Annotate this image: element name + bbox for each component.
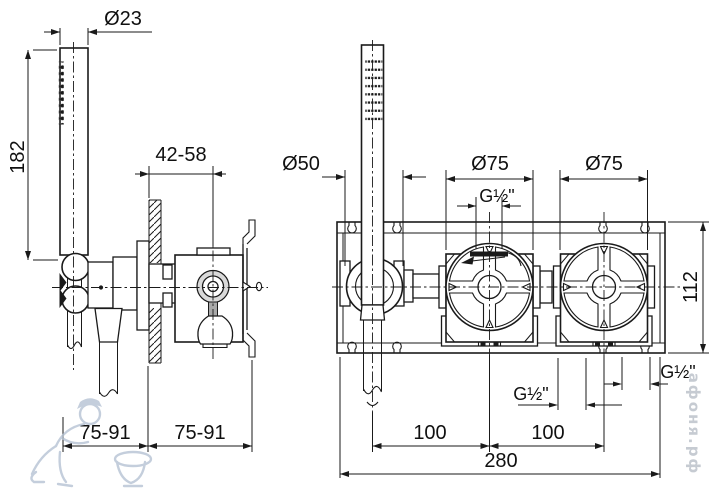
dim-thread-bottom-right: G½" — [604, 357, 696, 390]
handshower-front — [359, 44, 386, 407]
dim-label-handshower-length: 182 — [7, 140, 29, 173]
dim-label-rosette1-diameter: Ø75 — [471, 153, 509, 175]
centerline-valves — [489, 212, 605, 365]
dim-label-plate-height: 112 — [680, 271, 702, 303]
dim-label-offset-right: 75-91 — [174, 422, 225, 444]
dim-label-thread-bottom-right: G½" — [660, 362, 695, 382]
mixer-body-side — [87, 240, 150, 397]
shower-holder-side — [59, 252, 90, 314]
watermark-shop-text: афоня.рф — [685, 373, 703, 476]
shower-hose-front — [363, 320, 382, 391]
hose-nut — [94, 307, 123, 343]
dim-label-spray-diameter: Ø23 — [104, 8, 142, 30]
spray-nozzles — [58, 61, 64, 125]
dim-total-width: 280 — [339, 357, 661, 478]
dim-label-spacing-left: 100 — [413, 422, 446, 444]
dim-label-thread-top: G½" — [479, 186, 514, 206]
concealed-valve-side — [162, 247, 244, 349]
dim-holder-diameter: Ø50 — [282, 153, 426, 266]
dim-thread-top: G½" — [457, 186, 521, 249]
spray-face-nozzles — [365, 60, 383, 124]
dim-label-thread-bottom-mid: G½" — [513, 384, 548, 404]
dim-handshower-length: 182 — [7, 49, 58, 261]
watermark-plumber-mascot — [30, 398, 153, 488]
hose-nut-front — [359, 304, 386, 321]
valve-bell — [197, 315, 234, 345]
dim-rosette1-diameter: Ø75 — [445, 153, 534, 250]
dim-spray-diameter: Ø23 — [44, 8, 152, 45]
escutcheon — [136, 240, 150, 331]
left-view-side: Ø23 182 42-58 75-91 75-91 — [7, 8, 268, 452]
shower-hose — [99, 342, 118, 394]
dim-label-holder-diameter: Ø50 — [282, 153, 320, 175]
right-view-front: Ø50 Ø75 Ø75 G½" — [282, 40, 709, 478]
dim-offsets: 75-91 75-91 — [62, 360, 253, 452]
dim-label-wall-depth: 42-58 — [155, 144, 206, 166]
valve1-details — [461, 251, 522, 267]
dim-plate-height: 112 — [668, 221, 709, 354]
dim-rosette2-diameter: Ø75 — [559, 153, 648, 250]
dim-wall-depth: 42-58 — [135, 144, 226, 246]
dim-label-spacing-right: 100 — [531, 422, 564, 444]
dim-valve-spacing: 100 100 — [372, 355, 605, 452]
dim-label-offset-left: 75-91 — [79, 422, 130, 444]
dim-thread-bottom-mid: G½" — [513, 358, 622, 410]
wall-section — [148, 199, 177, 364]
mounting-bracket-side — [242, 219, 263, 358]
connection-pipes — [403, 269, 553, 304]
dim-label-total-width: 280 — [484, 450, 517, 472]
dim-label-rosette2-diameter: Ø75 — [585, 153, 623, 175]
